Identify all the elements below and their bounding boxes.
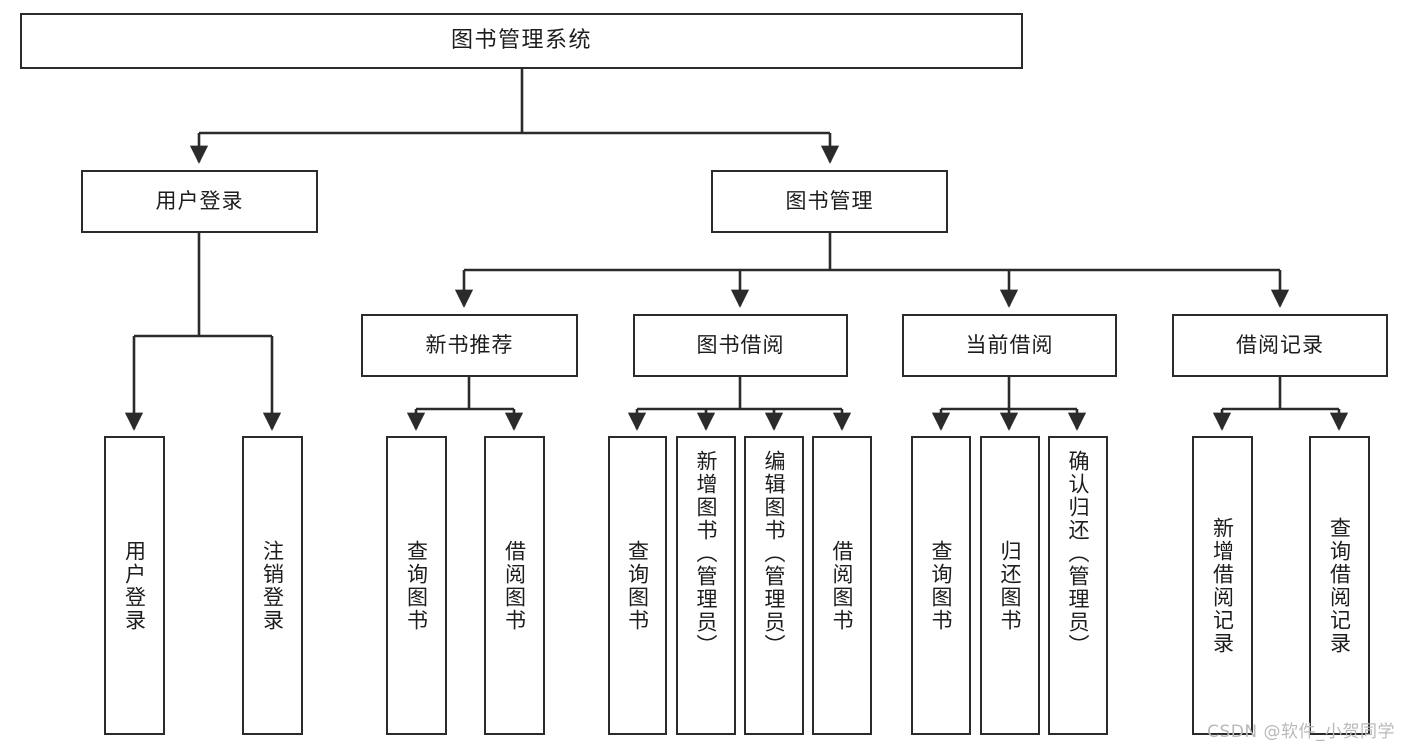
leaf-borrow-add-book-admin[interactable]: 新增图书（管理员） [676, 436, 736, 735]
node-label: 查询图书 [404, 539, 429, 632]
leaf-borrow-borrow-book[interactable]: 借阅图书 [812, 436, 872, 735]
node-label: 图书管理 [785, 188, 874, 213]
node-label: 借阅图书 [502, 539, 527, 632]
node-label: 查询图书 [929, 539, 954, 632]
node-label: 图书管理系统 [450, 27, 592, 53]
node-label: 编辑图书（管理员） [762, 450, 787, 657]
leaf-current-return-book[interactable]: 归还图书 [980, 436, 1040, 735]
node-current-borrow[interactable]: 当前借阅 [902, 314, 1117, 377]
leaf-borrow-query-book[interactable]: 查询图书 [608, 436, 667, 735]
csdn-watermark: CSDN @软件_小贺同学 [1207, 722, 1395, 742]
node-book-management[interactable]: 图书管理 [711, 170, 948, 233]
node-book-borrow[interactable]: 图书借阅 [633, 314, 848, 377]
node-label: 注销登录 [260, 539, 285, 632]
node-label: 新增借阅记录 [1210, 516, 1235, 655]
leaf-recommend-borrow-book[interactable]: 借阅图书 [484, 436, 545, 735]
node-new-book-recommend[interactable]: 新书推荐 [361, 314, 578, 377]
node-user-login[interactable]: 用户登录 [81, 170, 318, 233]
node-label: 借阅图书 [830, 539, 855, 632]
leaf-current-confirm-return-admin[interactable]: 确认归还（管理员） [1048, 436, 1108, 735]
node-label: 用户登录 [155, 188, 244, 213]
leaf-user-login-logout[interactable]: 注销登录 [242, 436, 303, 735]
node-label: 归还图书 [998, 539, 1023, 632]
node-label: 借阅记录 [1236, 332, 1324, 357]
leaf-recommend-query-book[interactable]: 查询图书 [386, 436, 447, 735]
node-label: 图书借阅 [696, 332, 785, 357]
node-label: 当前借阅 [965, 332, 1054, 357]
leaf-current-query-book[interactable]: 查询图书 [911, 436, 971, 735]
node-label: 确认归还（管理员） [1066, 450, 1091, 657]
node-borrow-record[interactable]: 借阅记录 [1172, 314, 1388, 377]
node-label: 新书推荐 [425, 332, 514, 357]
leaf-record-query-record[interactable]: 查询借阅记录 [1309, 436, 1370, 735]
leaf-user-login-login[interactable]: 用户登录 [104, 436, 165, 735]
node-root-system[interactable]: 图书管理系统 [20, 13, 1023, 69]
node-label: 查询借阅记录 [1327, 516, 1352, 655]
leaf-borrow-edit-book-admin[interactable]: 编辑图书（管理员） [744, 436, 804, 735]
node-label: 查询图书 [625, 539, 650, 632]
node-label: 用户登录 [122, 539, 147, 632]
node-label: 新增图书（管理员） [694, 450, 719, 657]
leaf-record-add-record[interactable]: 新增借阅记录 [1192, 436, 1253, 735]
